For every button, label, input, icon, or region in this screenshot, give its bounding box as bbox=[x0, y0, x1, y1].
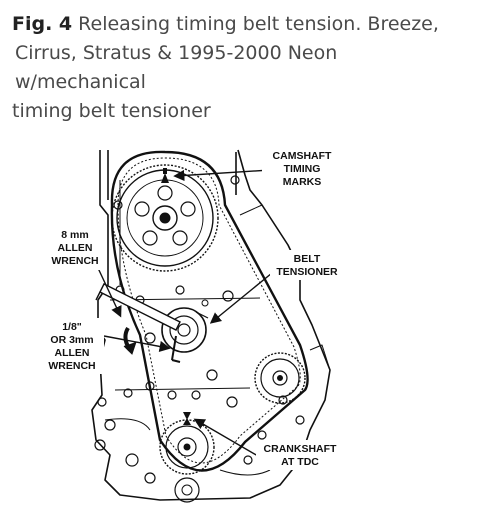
svg-text:WRENCH: WRENCH bbox=[48, 360, 95, 372]
svg-text:MARKS: MARKS bbox=[283, 176, 322, 188]
caption-line-3: timing belt tensioner bbox=[12, 100, 211, 122]
camshaft-sprocket bbox=[111, 164, 219, 272]
svg-text:OR 3mm: OR 3mm bbox=[50, 334, 93, 346]
svg-text:TIMING: TIMING bbox=[284, 163, 321, 175]
label-belt-tensioner: BELT TENSIONER bbox=[270, 250, 346, 280]
label-8mm-allen-wrench: 8 mm ALLEN WRENCH bbox=[45, 226, 105, 270]
label-3mm-allen-wrench: 1/8" OR 3mm ALLEN WRENCH bbox=[40, 318, 104, 374]
allen3-leader bbox=[103, 335, 171, 352]
crankshaft-leader bbox=[193, 418, 259, 457]
rotation-arrow bbox=[123, 326, 137, 355]
label-camshaft-timing-marks: CAMSHAFT TIMING MARKS bbox=[262, 146, 342, 190]
svg-text:8 mm: 8 mm bbox=[61, 229, 88, 241]
camshaft-leader bbox=[173, 169, 271, 182]
svg-text:ALLEN: ALLEN bbox=[58, 242, 93, 254]
crankshaft-timing-mark bbox=[183, 412, 191, 425]
svg-text:CAMSHAFT: CAMSHAFT bbox=[273, 150, 332, 162]
svg-text:ALLEN: ALLEN bbox=[55, 347, 90, 359]
allen8-leader bbox=[97, 267, 122, 318]
svg-text:WRENCH: WRENCH bbox=[51, 255, 98, 267]
svg-text:CRANKSHAFT: CRANKSHAFT bbox=[264, 443, 337, 455]
engine-bolts bbox=[94, 175, 305, 484]
svg-text:TENSIONER: TENSIONER bbox=[276, 266, 338, 278]
label-crankshaft-at-tdc: CRANKSHAFT AT TDC bbox=[256, 440, 342, 470]
belt-tensioner bbox=[161, 299, 209, 353]
leader-lines bbox=[97, 169, 273, 457]
camshaft-timing-mark bbox=[161, 168, 169, 183]
svg-text:AT TDC: AT TDC bbox=[281, 456, 319, 468]
caption-text-1: Releasing timing belt tension. Breeze, bbox=[78, 13, 439, 35]
svg-text:BELT: BELT bbox=[294, 253, 321, 265]
tensioner-leader bbox=[209, 272, 273, 324]
water-pump-sprocket bbox=[254, 352, 306, 404]
allen-wrench-3mm bbox=[171, 335, 181, 363]
crankshaft-sprocket bbox=[159, 419, 215, 503]
caption-line-2: Cirrus, Stratus & 1995-2000 Neon w/mecha… bbox=[15, 42, 338, 93]
figure-number: Fig. 4 bbox=[12, 13, 73, 35]
allen-wrench-8mm bbox=[95, 283, 181, 331]
svg-text:1/8": 1/8" bbox=[62, 321, 82, 333]
